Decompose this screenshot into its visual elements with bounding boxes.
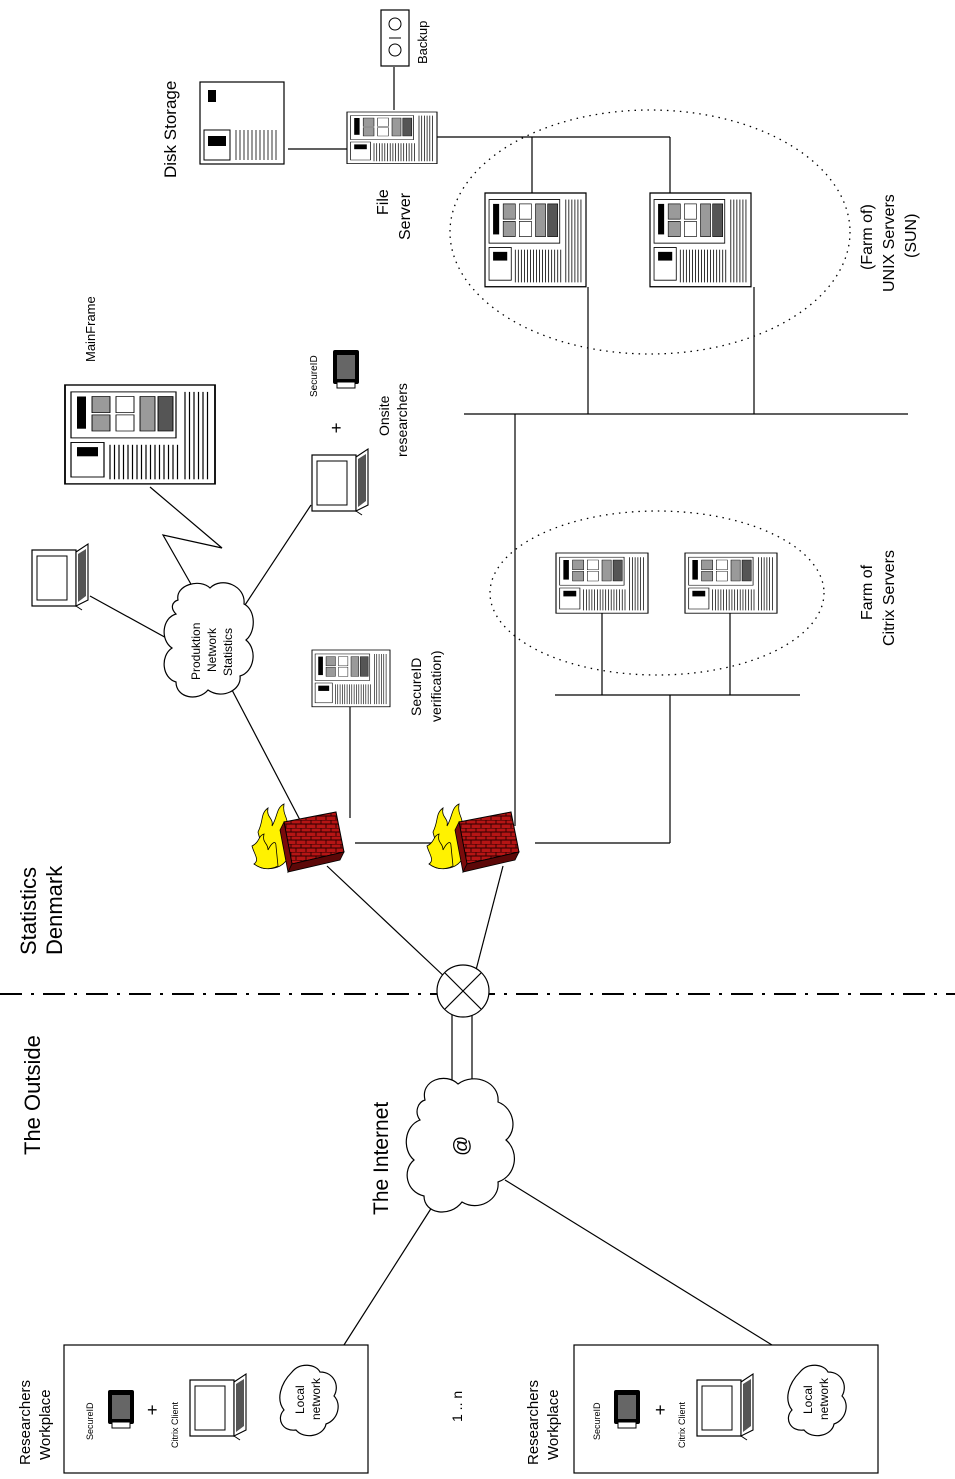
researchers-workplace-1 <box>63 1344 369 1474</box>
internet-cloud <box>405 1077 515 1213</box>
the-internet-label: The Internet <box>370 1102 393 1215</box>
unix-farm-label-1: (Farm of) <box>859 204 876 270</box>
workplace-1-local-network-1: Local <box>293 1385 307 1414</box>
unix-farm-label-3: (SUN) <box>903 214 920 258</box>
statistics-denmark-label-1: Statistics <box>16 867 41 955</box>
workplace-2-local-network-2: network <box>817 1377 831 1420</box>
firewall-icon <box>251 803 345 873</box>
disk-storage-icon <box>199 81 285 165</box>
secureid-token-icon <box>107 1389 135 1429</box>
mainframe-label: MainFrame <box>83 296 98 362</box>
internet-at-label: @ <box>451 1136 473 1156</box>
onsite-laptop-icon <box>311 448 369 516</box>
produktion-network-label-2: Network <box>205 627 219 672</box>
workplace-2-citrix-client: Citrix Client <box>677 1401 687 1448</box>
secureid-server-icon <box>311 649 391 708</box>
file-server-icon <box>346 111 438 165</box>
secureid-verification-label-1: SecureID <box>408 658 424 716</box>
secureid-verification-label-2: verification) <box>428 650 444 722</box>
secureid-token-icon <box>613 1389 641 1429</box>
workplace-1-local-network-2: network <box>309 1377 323 1420</box>
workplace-2-title-1: Researchers <box>525 1380 542 1465</box>
onsite-researchers-label-1: Onsite <box>376 395 392 436</box>
workplace-1-citrix-client: Citrix Client <box>170 1401 180 1448</box>
workplace-1-title-1: Researchers <box>17 1380 34 1465</box>
statistics-denmark-label-2: Denmark <box>42 865 67 955</box>
onsite-plus-label: + <box>331 418 342 438</box>
workstation-laptop-icon <box>31 543 89 611</box>
workplace-2-title-2: Workplace <box>545 1389 562 1460</box>
unix-farm-outline <box>449 109 851 355</box>
unix-server-icon <box>484 192 587 288</box>
workplace-2-secureid: SecureID <box>592 1402 602 1440</box>
local-network-cloud <box>787 1364 847 1437</box>
onsite-researchers-label-2: researchers <box>394 383 410 457</box>
citrix-client-laptop-icon <box>189 1373 247 1441</box>
backup-label: Backup <box>415 21 430 64</box>
workplace-1-title-2: Workplace <box>37 1389 54 1460</box>
secureid-token-icon <box>332 349 360 389</box>
citrix-server-icon <box>684 552 778 614</box>
citrix-client-laptop-icon <box>696 1373 754 1441</box>
produktion-network-label-3: Statistics <box>221 628 235 676</box>
local-network-cloud <box>279 1364 339 1437</box>
disk-storage-label: Disk Storage <box>161 81 180 178</box>
researchers-workplace-2 <box>573 1344 879 1474</box>
unix-server-icon <box>649 192 752 288</box>
firewall-icon <box>426 803 520 873</box>
one-to-n-label: 1 .. n <box>449 1391 465 1422</box>
citrix-server-icon <box>555 552 649 614</box>
the-outside-label: The Outside <box>20 1035 45 1155</box>
citrix-farm-outline <box>489 510 825 676</box>
file-server-label-1: File <box>375 189 392 215</box>
file-server-label-2: Server <box>397 192 414 240</box>
workplace-2-plus: + <box>655 1400 666 1420</box>
citrix-farm-label-1: Farm of <box>859 564 876 620</box>
produktion-network-label-1: Produktion <box>189 623 203 680</box>
workplace-1-secureid: SecureID <box>85 1402 95 1440</box>
citrix-farm-label-2: Citrix Servers <box>881 550 898 646</box>
unix-farm-label-2: UNIX Servers <box>881 194 898 292</box>
produktion-network-cloud <box>163 582 254 698</box>
workplace-1-plus: + <box>147 1400 158 1420</box>
workplace-2-local-network-1: Local <box>801 1385 815 1414</box>
onsite-secureid-label: SecureID <box>309 355 320 397</box>
mainframe-icon <box>64 384 216 485</box>
connection-lines <box>89 67 908 1398</box>
backup-tape-icon <box>380 9 410 67</box>
router-icon <box>436 964 490 1018</box>
